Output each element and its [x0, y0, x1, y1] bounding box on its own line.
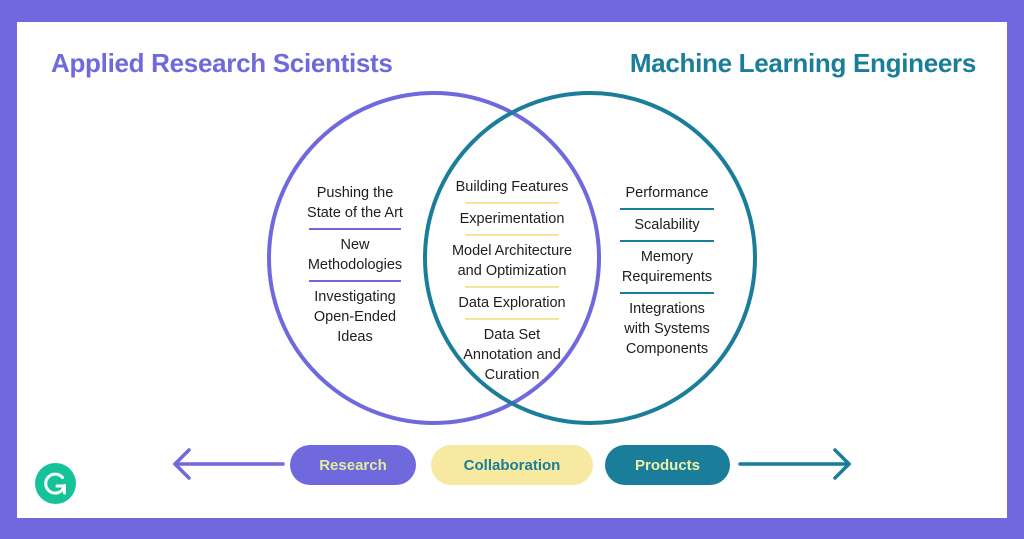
item-line: Performance: [625, 185, 709, 201]
research-only-list: Pushing the State of the Art New Methodo…: [285, 182, 425, 348]
list-item: Scalability: [598, 214, 736, 236]
list-item: Investigating Open-Ended Ideas: [285, 286, 425, 348]
divider: [465, 286, 559, 288]
list-item: New Methodologies: [285, 234, 425, 276]
item-line: Data Set: [483, 327, 541, 343]
list-item: Pushing the State of the Art: [285, 182, 425, 224]
item-line: Open-Ended: [313, 309, 397, 325]
list-item: Memory Requirements: [598, 246, 736, 288]
list-item: Experimentation: [432, 208, 592, 230]
item-line: Pushing the: [316, 185, 394, 201]
title-machine-learning-engineers: Machine Learning Engineers: [629, 48, 976, 78]
item-line: Components: [625, 341, 709, 357]
item-line: Model Architecture: [451, 243, 573, 259]
item-line: Building Features: [455, 179, 569, 195]
item-line: Curation: [484, 367, 540, 383]
item-line: Experimentation: [459, 211, 565, 227]
title-applied-research-scientists: Applied Research Scientists: [51, 48, 393, 78]
list-item: Data Set Annotation and Curation: [432, 324, 592, 386]
divider: [620, 208, 714, 210]
divider: [309, 280, 401, 282]
item-line: Memory: [640, 249, 694, 265]
divider: [465, 318, 559, 320]
list-item: Data Exploration: [432, 292, 592, 314]
list-item: Integrations with Systems Components: [598, 298, 736, 360]
grammarly-logo-icon: [35, 463, 76, 504]
overlap-list: Building Features Experimentation Model …: [432, 176, 592, 386]
item-line: and Optimization: [457, 263, 567, 279]
engineering-circle: [423, 91, 757, 425]
list-item: Model Architecture and Optimization: [432, 240, 592, 282]
arrow-left-icon: [173, 448, 285, 480]
divider: [309, 228, 401, 230]
research-circle: [267, 91, 601, 425]
list-item: Building Features: [432, 176, 592, 198]
item-line: Integrations: [629, 301, 705, 317]
research-pill: Research: [290, 445, 416, 485]
divider: [465, 234, 559, 236]
item-line: Annotation and: [463, 347, 561, 363]
item-line: Scalability: [634, 217, 700, 233]
item-line: State of the Art: [307, 205, 403, 221]
item-line: Investigating: [314, 289, 396, 305]
collaboration-pill: Collaboration: [431, 445, 593, 485]
content-panel: [17, 22, 1007, 518]
arrow-right-icon: [738, 448, 851, 480]
item-line: Requirements: [621, 269, 713, 285]
engineering-only-list: Performance Scalability Memory Requireme…: [598, 182, 736, 360]
divider: [620, 240, 714, 242]
divider: [465, 202, 559, 204]
products-pill: Products: [605, 445, 730, 485]
divider: [620, 292, 714, 294]
item-line: New: [340, 237, 370, 253]
item-line: with Systems: [624, 321, 710, 337]
list-item: Performance: [598, 182, 736, 204]
item-line: Methodologies: [307, 257, 403, 273]
item-line: Ideas: [337, 329, 373, 345]
item-line: Data Exploration: [458, 295, 566, 311]
